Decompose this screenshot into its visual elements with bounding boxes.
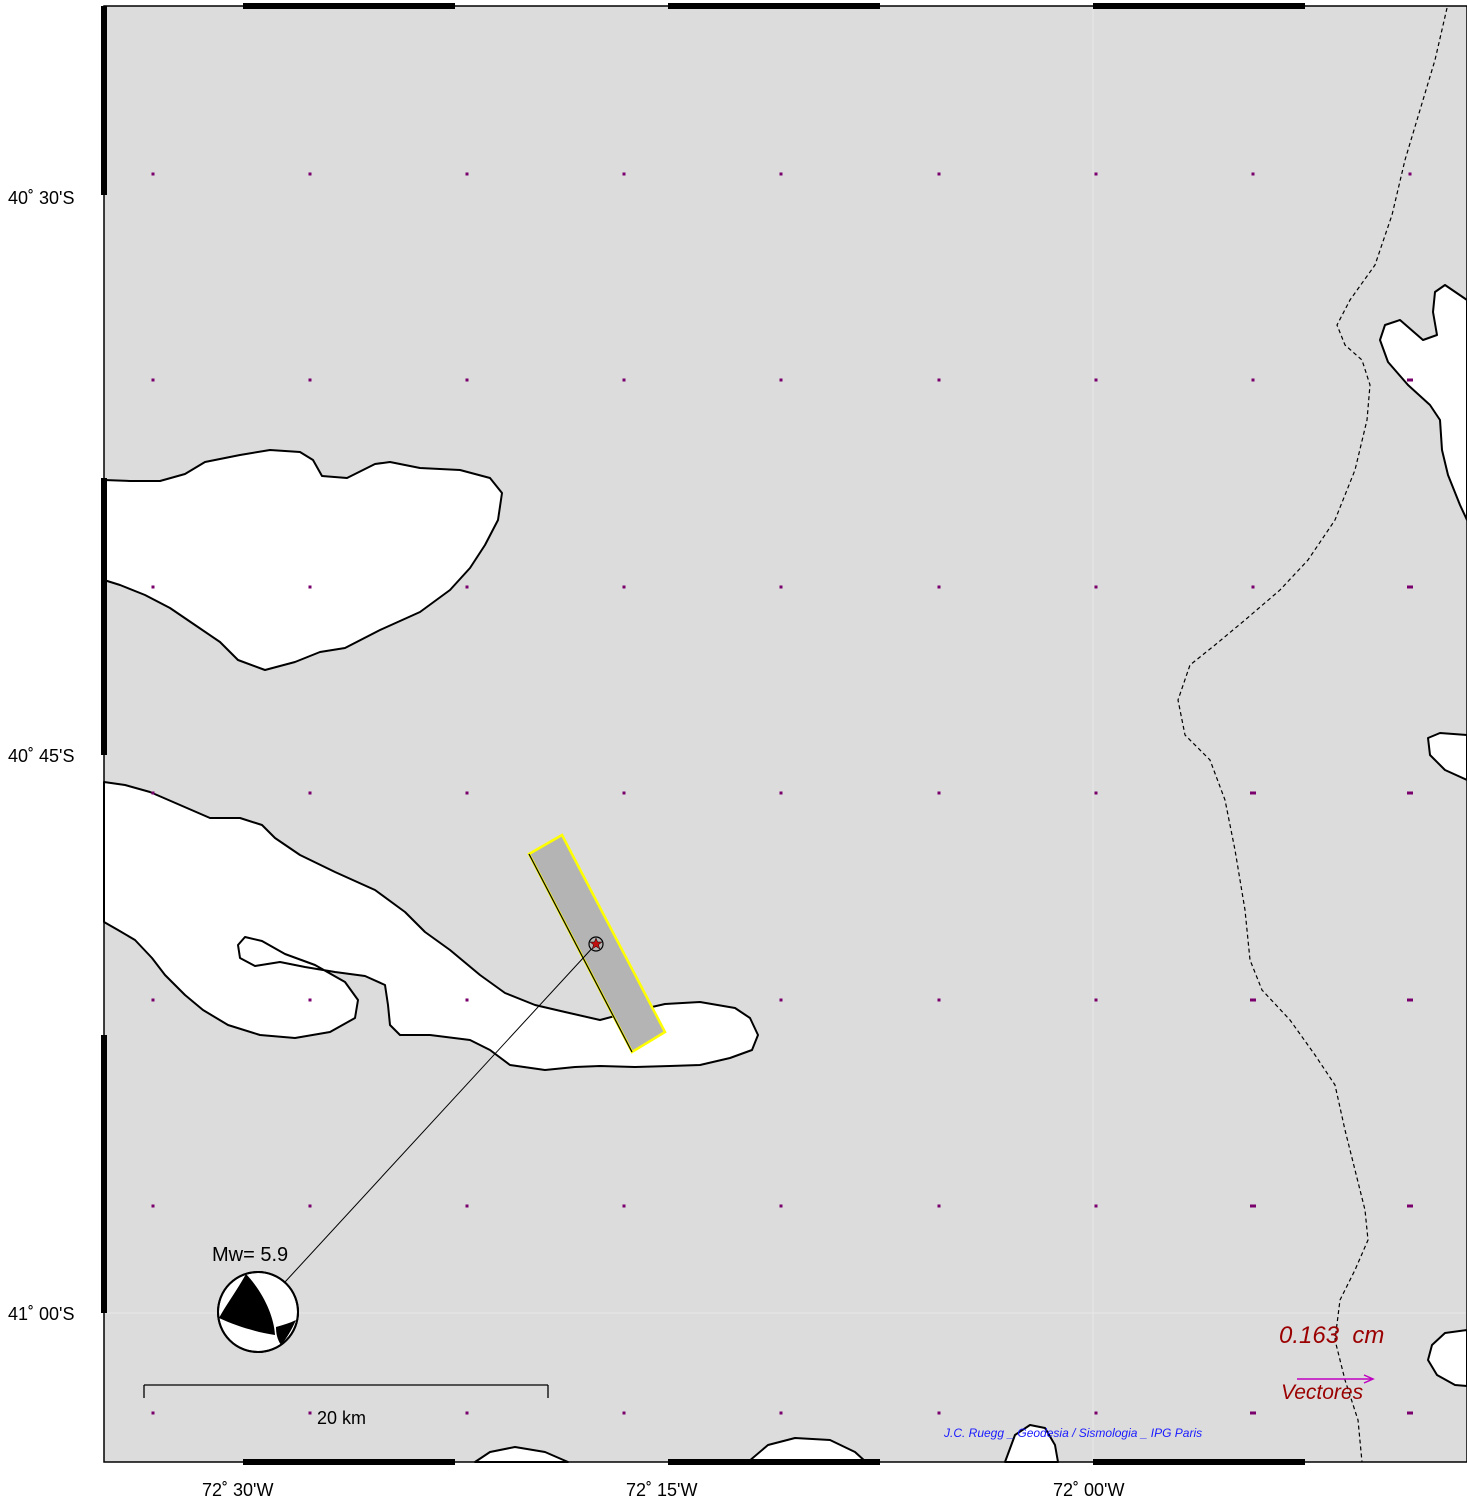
lon-label-72-00: 72˚ 00'W bbox=[1053, 1480, 1125, 1500]
station-dot bbox=[151, 998, 155, 1002]
station-dot bbox=[151, 1411, 155, 1415]
station-dot bbox=[1407, 791, 1413, 795]
lon-label-72-30: 72˚ 30'W bbox=[202, 1480, 274, 1500]
station-dot bbox=[465, 172, 469, 176]
scale-bar-label: 20 km bbox=[317, 1408, 367, 1428]
station-dot bbox=[1251, 172, 1255, 176]
station-dot bbox=[308, 791, 312, 795]
station-dot bbox=[779, 378, 783, 382]
fault-trace bbox=[528, 853, 633, 1053]
station-dot bbox=[151, 172, 155, 176]
vector-legend-title: Vectores bbox=[1281, 1381, 1364, 1404]
station-dot bbox=[1094, 172, 1098, 176]
station-dot bbox=[465, 585, 469, 589]
station-dot bbox=[1408, 172, 1412, 176]
magnitude-label: Mw= 5.9 bbox=[212, 1244, 289, 1266]
peninsula-south-west bbox=[103, 781, 759, 1071]
station-dot bbox=[465, 1411, 469, 1415]
station-dot bbox=[151, 378, 155, 382]
focal-mechanism-icon bbox=[217, 1271, 299, 1353]
station-dot bbox=[937, 172, 941, 176]
scale-bar bbox=[143, 1384, 549, 1398]
station-dot bbox=[1407, 998, 1413, 1002]
station-dot bbox=[308, 172, 312, 176]
epicenter-star-icon bbox=[588, 936, 604, 952]
station-dot bbox=[779, 1204, 783, 1208]
station-dot bbox=[622, 585, 626, 589]
station-dot bbox=[1094, 1411, 1098, 1415]
lat-label-40-45: 40˚ 45'S bbox=[8, 746, 75, 766]
station-dot bbox=[937, 1204, 941, 1208]
map-frame bbox=[101, 3, 1467, 1465]
land-east-upper bbox=[1379, 284, 1467, 521]
station-dot bbox=[308, 378, 312, 382]
vector-legend-arrow-icon bbox=[1297, 1374, 1375, 1384]
station-dot bbox=[937, 1411, 941, 1415]
lat-label-41-00: 41˚ 00'S bbox=[8, 1304, 75, 1324]
border-line bbox=[1177, 7, 1448, 1463]
station-dot bbox=[1407, 378, 1413, 382]
station-dot bbox=[151, 1204, 155, 1208]
station-dot bbox=[308, 585, 312, 589]
station-dot bbox=[937, 791, 941, 795]
graticule bbox=[104, 6, 1467, 1462]
station-dot bbox=[1250, 791, 1256, 795]
station-dot bbox=[151, 791, 155, 795]
station-dot bbox=[622, 791, 626, 795]
station-dot bbox=[1094, 378, 1098, 382]
station-dot bbox=[308, 1204, 312, 1208]
land-east-lower bbox=[1427, 1329, 1467, 1387]
station-dot bbox=[1407, 585, 1413, 589]
station-dot bbox=[622, 1411, 626, 1415]
station-dot bbox=[1407, 1411, 1413, 1415]
station-dot bbox=[1094, 998, 1098, 1002]
station-grid bbox=[151, 172, 1413, 1415]
land-east-middle bbox=[1427, 732, 1467, 781]
station-dot bbox=[622, 172, 626, 176]
station-dot bbox=[779, 172, 783, 176]
lon-label-72-15: 72˚ 15'W bbox=[626, 1480, 698, 1500]
epicenter-connector bbox=[284, 943, 597, 1283]
station-dot bbox=[1251, 378, 1255, 382]
station-dot bbox=[937, 998, 941, 1002]
station-dot bbox=[779, 791, 783, 795]
lat-label-40-30: 40˚ 30'S bbox=[8, 188, 75, 208]
station-dot bbox=[622, 1204, 626, 1208]
station-dot bbox=[1094, 1204, 1098, 1208]
station-dot bbox=[622, 378, 626, 382]
station-dot bbox=[937, 378, 941, 382]
station-dot bbox=[1250, 998, 1256, 1002]
station-dot bbox=[465, 998, 469, 1002]
station-dot bbox=[1094, 791, 1098, 795]
station-dot bbox=[779, 585, 783, 589]
station-dot bbox=[1407, 1204, 1413, 1208]
station-dot bbox=[1094, 585, 1098, 589]
station-dot bbox=[779, 998, 783, 1002]
vector-scale-value: 0.163 cm bbox=[1279, 1322, 1385, 1349]
station-dot bbox=[465, 1204, 469, 1208]
station-dot bbox=[779, 1411, 783, 1415]
station-dot bbox=[1250, 1204, 1256, 1208]
island-north-west bbox=[103, 449, 503, 671]
station-dot bbox=[1250, 1411, 1256, 1415]
station-dot bbox=[308, 998, 312, 1002]
station-dot bbox=[465, 791, 469, 795]
station-dot bbox=[151, 585, 155, 589]
station-dot bbox=[937, 585, 941, 589]
sea-area bbox=[104, 6, 1467, 1462]
station-dot bbox=[1251, 585, 1255, 589]
land-masses bbox=[103, 284, 1467, 1463]
station-dot bbox=[308, 1411, 312, 1415]
credit-text: J.C. Ruegg _ Geodesia / Sismologia _ IPG… bbox=[944, 1426, 1203, 1440]
station-dot bbox=[465, 378, 469, 382]
